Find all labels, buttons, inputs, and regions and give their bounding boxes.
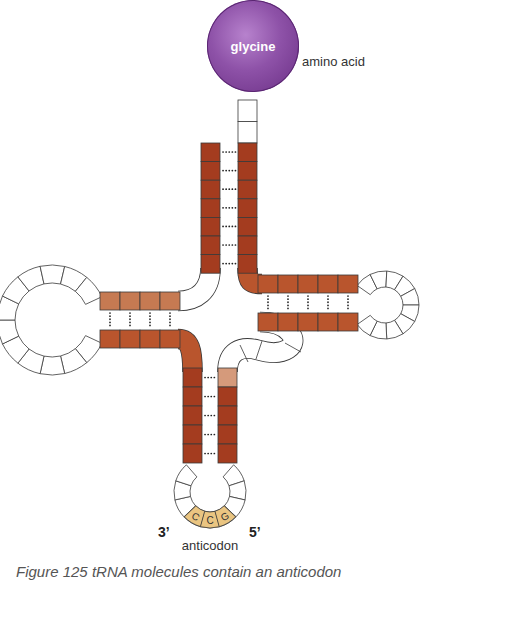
- nucleotide-cell: [258, 275, 278, 293]
- part-label: anticodon: [182, 538, 238, 553]
- nucleotide-cell: [338, 313, 358, 331]
- base-pair-bond: [223, 244, 236, 246]
- base-pair-bond: [347, 296, 349, 311]
- nucleotide-cell: [160, 292, 180, 310]
- base-pair-bond: [223, 188, 236, 190]
- nucleotide-cell: [183, 368, 202, 387]
- base-pair-bond: [109, 313, 111, 328]
- nucleotide-cell: [238, 199, 257, 218]
- base-pair-bond: [149, 313, 151, 328]
- nucleotide-cell: [201, 255, 220, 274]
- nucleotide-cell: [238, 143, 257, 162]
- nucleotide-cell: [140, 330, 160, 348]
- base-pair-bond: [223, 151, 236, 153]
- nucleotide-cell: [183, 387, 202, 406]
- nucleotide-cell: [100, 330, 120, 348]
- nucleotide-cell: [298, 275, 318, 293]
- nucleotide-cell: [218, 387, 237, 406]
- nucleotide-cell: [100, 292, 120, 310]
- nucleotide-cell: [238, 180, 257, 199]
- nucleotide-cell: [218, 425, 237, 444]
- base-pair-bond: [129, 313, 131, 328]
- loop-cell: [357, 315, 377, 335]
- figure-caption: Figure 125 tRNA molecules contain an ant…: [16, 563, 341, 580]
- loop-cell: [370, 271, 387, 289]
- nucleotide-cell: [201, 180, 220, 199]
- base-pair-bond: [223, 207, 236, 209]
- base-pair-bond: [205, 377, 216, 379]
- loop-cell: [215, 506, 236, 527]
- nucleotide-cell: [183, 444, 202, 463]
- base-pair-bond: [223, 263, 236, 265]
- base-pair-bond: [223, 226, 236, 228]
- base-pair-bond: [205, 396, 216, 398]
- base-pair-bond: [307, 296, 309, 311]
- nucleotide-cell: [120, 330, 140, 348]
- end-label: 3’: [158, 524, 170, 540]
- base-pair-bond: [267, 296, 269, 311]
- base-pair-bond: [287, 296, 289, 311]
- nucleotide-cell: [338, 275, 358, 293]
- wedge-fill: [215, 506, 236, 527]
- nucleotide-cell: [238, 100, 257, 122]
- nucleotide-cell: [201, 236, 220, 255]
- nucleotide-cell: [298, 313, 318, 331]
- nucleotide-cell: [160, 330, 180, 348]
- nucleotide-cell: [238, 236, 257, 255]
- base-pair-bond: [205, 453, 216, 455]
- node-text: glycine: [231, 39, 276, 54]
- amino-acid-circle: glycine: [207, 0, 299, 92]
- node-text: C: [206, 515, 213, 526]
- loop-cell: [176, 465, 197, 486]
- nucleotide-cell: [278, 275, 298, 293]
- nucleotide-cell: [278, 313, 298, 331]
- nucleotide-cell: [238, 255, 257, 274]
- nucleotide-cell: [201, 217, 220, 236]
- loop-cell: [61, 349, 87, 374]
- loop-cell: [75, 277, 101, 304]
- base-pair-bond: [223, 170, 236, 172]
- loop-cell: [18, 266, 44, 291]
- nucleotide-cell: [183, 425, 202, 444]
- nucleotide-cell: [201, 162, 220, 181]
- loop-divider: [240, 345, 248, 362]
- loop-divider: [285, 343, 301, 352]
- base-pair-bond: [327, 296, 329, 311]
- loop-cell: [401, 289, 419, 305]
- loop-divider: [256, 341, 262, 359]
- nucleotide-cell: [140, 292, 160, 310]
- end-label: 5’: [249, 524, 261, 540]
- nucleotide-cell: [218, 444, 237, 463]
- nucleotide-cell: [201, 199, 220, 218]
- nucleotide-cell: [201, 143, 220, 162]
- nucleotide-cell: [120, 292, 140, 310]
- nucleotide-cell: [183, 406, 202, 425]
- nucleotide-cell: [318, 275, 338, 293]
- nucleotide-cell: [238, 122, 257, 144]
- nucleotide-cell: [218, 406, 237, 425]
- nucleotide-cell: [258, 313, 278, 331]
- nucleotide-cell: [318, 313, 338, 331]
- part-label: amino acid: [302, 54, 365, 69]
- nucleotide-cell: [238, 217, 257, 236]
- loop-cell: [0, 320, 19, 344]
- base-pair-bond: [205, 434, 216, 436]
- base-pair-bond: [169, 313, 171, 328]
- nucleotide-cell: [238, 162, 257, 181]
- anticodon-base: G: [206, 498, 242, 534]
- nucleotide-cell: [218, 368, 237, 387]
- loop-cell: [386, 320, 403, 339]
- base-pair-bond: [205, 415, 216, 417]
